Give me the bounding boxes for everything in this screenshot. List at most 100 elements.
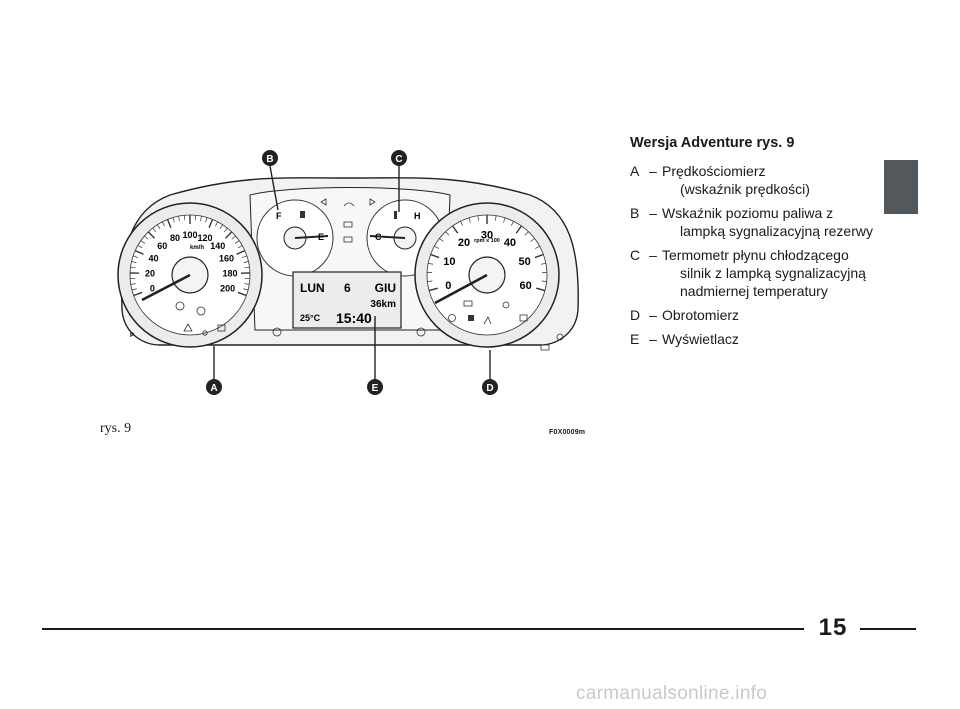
tachometer-tick — [460, 221, 463, 226]
battery-icon — [463, 300, 473, 307]
speedometer-tick — [133, 291, 143, 297]
tachometer-label: 20 — [458, 237, 470, 249]
callout-d-label: D — [486, 383, 493, 394]
door-open-icon — [217, 324, 226, 332]
fuel-filter-icon — [519, 314, 528, 322]
speedometer-tick — [200, 216, 202, 222]
figure-code: F0X0009m — [549, 429, 586, 436]
fuel-gauge-needle — [294, 235, 329, 239]
speedometer-tick — [134, 249, 144, 255]
callout-a-label: A — [210, 383, 217, 394]
speedometer-tick — [243, 261, 249, 263]
turn-right-icon — [369, 198, 376, 206]
tachometer-label: 10 — [443, 256, 455, 268]
speedometer-tick — [132, 255, 138, 258]
tachometer-tick — [524, 231, 529, 236]
speedometer-tick — [152, 227, 157, 233]
speedometer-tick — [144, 235, 149, 240]
tachometer-label: 50 — [518, 256, 530, 268]
legend-item-d: D – Obrotomierz — [630, 307, 740, 323]
tachometer-tick — [477, 215, 479, 221]
tachometer-label: 40 — [504, 237, 516, 249]
tachometer-tick — [536, 287, 546, 292]
speedometer-tick — [234, 240, 240, 244]
abs-icon — [196, 306, 206, 316]
speedometer-tick — [236, 249, 246, 255]
speedometer-tick — [166, 219, 172, 228]
callout-b-label: B — [266, 154, 273, 165]
display-odometer: 36km — [370, 299, 396, 310]
speedometer-label: 180 — [222, 269, 237, 279]
tachometer-tick — [515, 225, 522, 234]
speedometer-tick — [231, 235, 236, 240]
tachometer-tick — [427, 280, 433, 282]
speedometer-tick — [223, 227, 228, 233]
footer-rule-right — [860, 628, 916, 630]
callout-e — [367, 379, 383, 395]
speedometer-tick — [244, 266, 250, 269]
speedometer-label: 40 — [148, 254, 158, 264]
rear-fog-icon — [416, 327, 426, 337]
legend-item-a: A – Prędkościomierz(wskaźnik prędkości) — [630, 163, 810, 197]
tachometer-tick — [468, 217, 471, 223]
low-beam-icon — [343, 221, 353, 228]
legend: Wersja Adventure rys. 9 A – Prędkościomi… — [630, 134, 890, 354]
oil-icon — [468, 315, 474, 321]
speedometer-tick — [172, 217, 175, 223]
position-lights-icon — [343, 236, 353, 243]
speedometer-tick — [244, 283, 250, 285]
speedometer-tick — [215, 221, 219, 227]
tachometer-tick — [428, 262, 434, 265]
engine-icon — [448, 314, 456, 322]
speedometer-tick — [130, 283, 136, 285]
fuel-pump-icon — [300, 211, 305, 218]
speedometer-tick — [147, 231, 156, 239]
speedometer-tick — [140, 240, 146, 244]
heated-window-icon — [540, 344, 550, 351]
tachometer-tick — [434, 245, 439, 249]
display-month: GIU — [375, 281, 396, 295]
speedometer-needle — [141, 273, 191, 302]
tachometer-tick — [439, 238, 444, 242]
display-day: LUN — [300, 281, 325, 295]
tachometer-tick — [452, 225, 459, 234]
speedometer-label: 100 — [182, 230, 197, 240]
tachometer-needle — [434, 273, 488, 305]
high-beam-icon — [343, 202, 355, 207]
speedometer-label: 80 — [170, 233, 180, 243]
temp-gauge-hot: H — [414, 211, 421, 221]
speedometer-tick — [224, 231, 233, 239]
speedometer-label: 140 — [210, 241, 225, 251]
speedometer-unit: km/h — [190, 245, 204, 251]
figure-caption: rys. 9 — [100, 421, 132, 436]
tachometer-tick — [445, 231, 450, 236]
temp-gauge-needle — [369, 235, 406, 239]
lights-icon — [202, 330, 208, 336]
callout-d — [482, 379, 498, 395]
callout-c — [391, 150, 407, 166]
speedometer-tick — [237, 245, 243, 249]
footer-rule-left — [42, 628, 804, 630]
tachometer-unit: rpm x 100 — [474, 238, 500, 244]
speedometer-tick — [131, 288, 137, 291]
tachometer-tick — [511, 221, 514, 226]
speedometer-label: 60 — [157, 241, 167, 251]
fog-light-icon — [272, 327, 282, 337]
speedometer-tick — [208, 219, 214, 228]
display-screen — [292, 271, 402, 329]
temp-gauge-cold: C — [375, 232, 382, 242]
speedometer-label: 160 — [219, 254, 234, 264]
airbag-icon — [556, 333, 564, 341]
speedometer-tick — [219, 224, 223, 230]
coolant-icon — [394, 211, 397, 219]
page-number: 15 — [818, 614, 848, 641]
watermark: carmanualsonline.info — [576, 683, 768, 704]
speedometer-tick — [131, 261, 137, 263]
tachometer-label: 0 — [445, 280, 451, 292]
turn-left-icon — [320, 198, 327, 206]
